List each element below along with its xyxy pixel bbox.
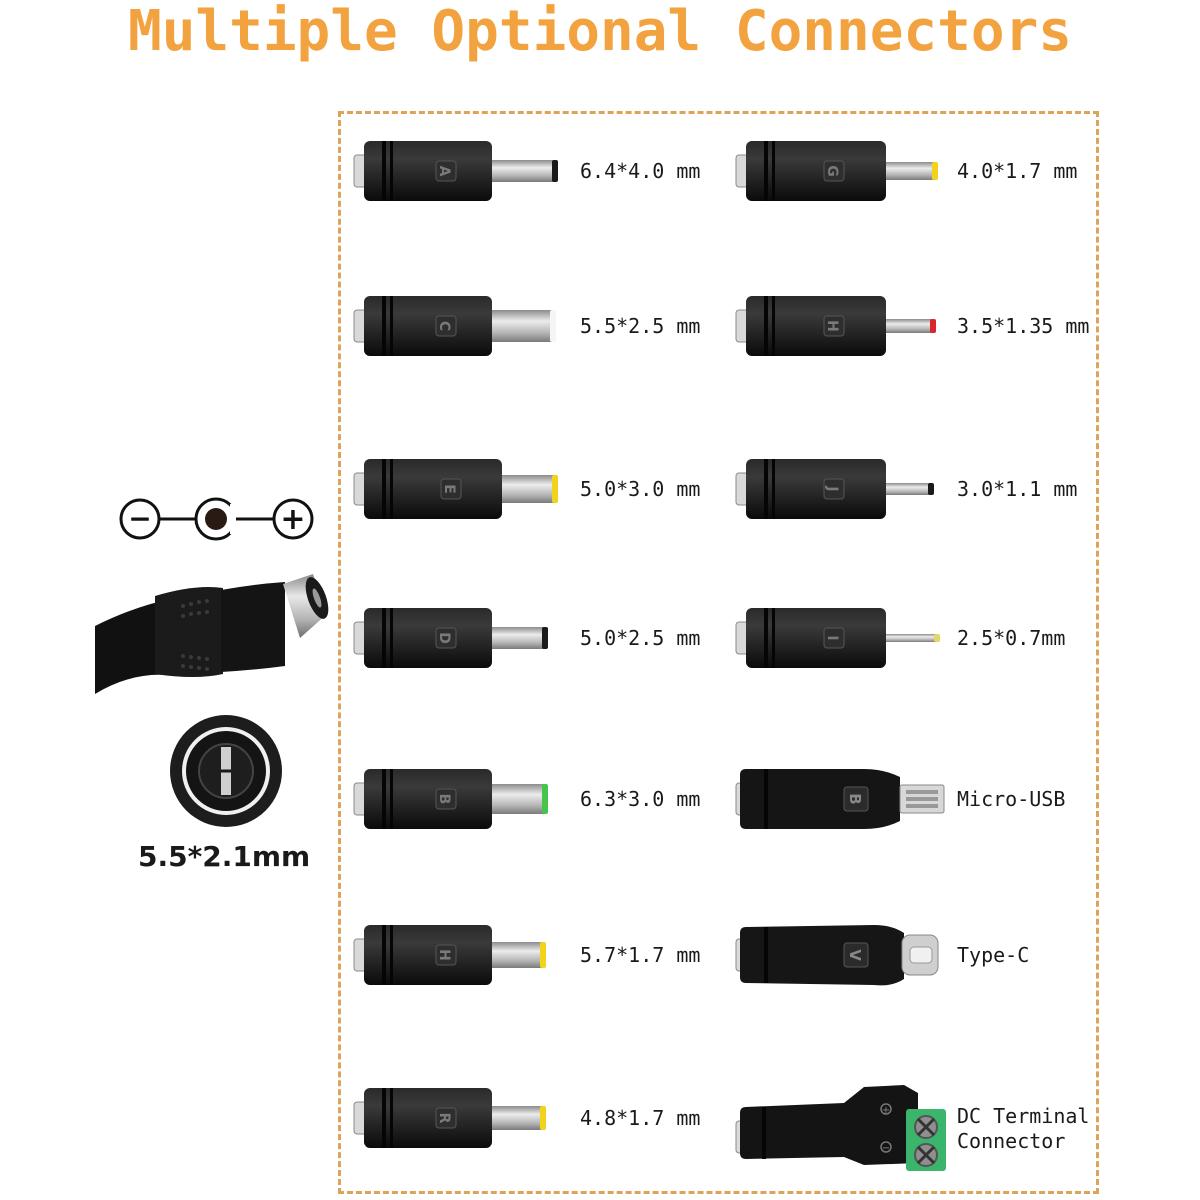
connector-left-3-image: D — [353, 608, 548, 668]
right-connector-0: G — [734, 136, 974, 210]
connector-type-c-image: V — [735, 925, 939, 986]
main-plug-size-label: 5.5*2.1mm — [138, 840, 311, 873]
left-connector-label-0: 6.4*4.0 mm — [580, 159, 701, 183]
right-connector-4: B — [734, 763, 949, 839]
negative-symbol: − — [128, 502, 151, 535]
right-connector-label-6-line1: DC Terminal — [957, 1104, 1090, 1128]
connector-right-1-image: H — [735, 296, 936, 356]
center-pin-icon — [205, 508, 227, 530]
svg-text:B: B — [846, 793, 864, 804]
left-connector-4: B — [352, 764, 584, 838]
main-plug-front-image — [170, 715, 282, 827]
connector-letter: D — [436, 632, 452, 644]
connector-left-2-image: E — [353, 459, 558, 519]
left-connector-1: C — [352, 291, 592, 365]
connector-micro-usb-image: B — [735, 769, 945, 829]
connector-letter: E — [441, 484, 457, 494]
right-connector-label-1: 3.5*1.35 mm — [957, 314, 1090, 338]
right-connector-1: H — [734, 291, 972, 365]
left-connector-label-4: 6.3*3.0 mm — [580, 787, 701, 811]
connector-left-6-image: R — [353, 1088, 546, 1148]
connector-letter: G — [824, 165, 840, 177]
left-connector-label-2: 5.0*3.0 mm — [580, 477, 701, 501]
left-connector-3: D — [352, 603, 584, 677]
right-connector-label-0: 4.0*1.7 mm — [957, 159, 1078, 183]
connector-left-4-image: B — [353, 769, 548, 829]
left-connector-2: E — [352, 454, 594, 528]
connector-letter: J — [824, 485, 840, 491]
left-connector-label-1: 5.5*2.5 mm — [580, 314, 701, 338]
left-connector-label-5: 5.7*1.7 mm — [580, 943, 701, 967]
main-plug-side-image — [95, 574, 329, 694]
right-connector-label-4: Micro-USB — [957, 787, 1066, 811]
right-connector-label-5: Type-C — [957, 943, 1030, 967]
connector-right-2-image: J — [735, 459, 934, 519]
page-title: Multiple Optional Connectors — [127, 0, 1072, 64]
svg-text:−: − — [882, 1143, 890, 1154]
svg-text:+: + — [882, 1105, 890, 1116]
left-connector-6: R — [352, 1083, 582, 1157]
connector-frame — [338, 111, 1099, 1194]
left-connector-0: A — [352, 136, 594, 210]
right-connector-label-3: 2.5*0.7mm — [957, 626, 1066, 650]
connector-letter: R — [436, 1113, 452, 1124]
connector-right-0-image: G — [735, 141, 938, 201]
right-connector-3: I — [734, 603, 976, 677]
right-connector-label-2: 3.0*1.1 mm — [957, 477, 1078, 501]
connector-left-5-image: H — [353, 925, 546, 985]
connector-letter: A — [436, 166, 452, 177]
connector-left-0-image: A — [353, 141, 558, 201]
connector-right-3-image: I — [735, 608, 940, 668]
positive-icon — [272, 498, 314, 540]
right-connector-label-6-line2: Connector — [957, 1129, 1066, 1153]
connector-letter: I — [824, 635, 840, 640]
connector-letter: C — [436, 321, 452, 331]
connector-letter: B — [436, 794, 452, 805]
positive-symbol: + — [280, 502, 305, 537]
connector-dc-terminal-image: + − — [735, 1085, 946, 1171]
connector-left-1-image: C — [353, 296, 556, 356]
left-connector-label-3: 5.0*2.5 mm — [580, 626, 701, 650]
right-connector-6: + − — [734, 1073, 949, 1177]
connector-letter: H — [436, 949, 452, 961]
right-connector-5: V — [734, 919, 949, 995]
connector-letter: H — [824, 320, 840, 332]
left-connector-label-6: 4.8*1.7 mm — [580, 1106, 701, 1130]
polarity-diagram: − + — [119, 497, 314, 541]
left-connector-5: H — [352, 920, 582, 994]
svg-text:V: V — [846, 949, 864, 961]
right-connector-2: J — [734, 454, 970, 528]
